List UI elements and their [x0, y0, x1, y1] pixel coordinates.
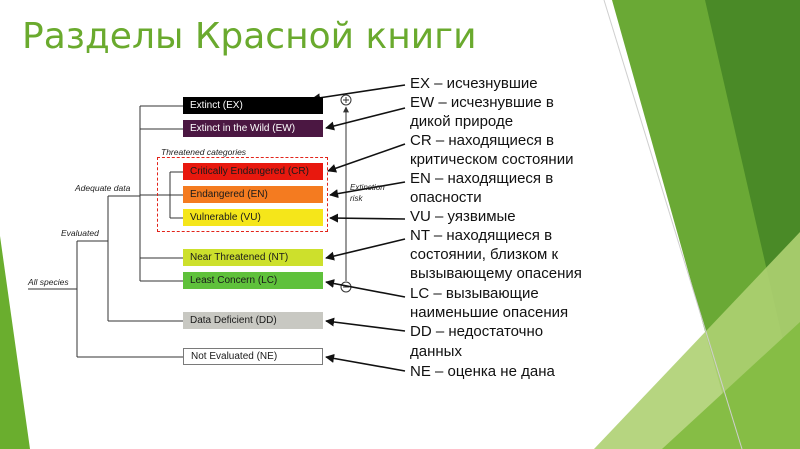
legend-dd-line-2: данных [410, 343, 462, 360]
label-extinction-risk-line-2: risk [350, 194, 363, 203]
legend-arrows [311, 84, 406, 372]
plus-circle-icon [340, 94, 352, 106]
decor-facet-mid [662, 322, 800, 449]
arrow-ne [325, 353, 406, 372]
legend-en-line-2: опасности [410, 189, 482, 206]
category-box-endangered: Endangered (EN) [183, 186, 323, 203]
label-all-species: All species [28, 277, 69, 287]
legend-nt-line-1: NT – находящиеся в [410, 227, 553, 244]
legend-ne-line: NE – оценка не дана [410, 363, 555, 380]
legend-ex-line: EX – исчезнувшие [410, 75, 538, 92]
arrow-dd [325, 317, 406, 332]
arrow-en [329, 181, 406, 199]
threatened-categories-frame [157, 157, 328, 232]
legend-lc-line-1: LC – вызывающие [410, 285, 539, 302]
category-box-extinct-in-the-wild: Extinct in the Wild (EW) [183, 120, 323, 137]
legend-cr-line-2: критическом состоянии [410, 151, 574, 168]
arrow-vu [329, 213, 406, 223]
label-evaluated: Evaluated [61, 228, 99, 238]
arrow-lc [325, 279, 406, 298]
legend-nt-line-2: состоянии, близком к [410, 246, 559, 263]
label-threatened-categories: Threatened categories [161, 147, 247, 157]
legend-vu-line: VU – уязвимые [410, 208, 516, 225]
arrow-nt [325, 238, 406, 261]
label-adequate-data: Adequate data [75, 183, 131, 193]
category-box-critically-endangered: Critically Endangered (CR) [183, 163, 323, 180]
category-box-not-evaluated: Not Evaluated (NE) [183, 348, 323, 365]
slide-title: Разделы Красной книги [22, 16, 477, 57]
arrow-ew [325, 107, 406, 131]
arrow-cr [327, 143, 406, 173]
legend-nt-line-3: вызывающему опасения [410, 265, 582, 282]
category-box-least-concern: Least Concern (LC) [183, 272, 323, 289]
extinction-risk-axis [340, 94, 352, 293]
category-box-vulnerable: Vulnerable (VU) [183, 209, 323, 226]
category-box-data-deficient: Data Deficient (DD) [183, 312, 323, 329]
classification-tree [28, 105, 183, 358]
category-box-near-threatened: Near Threatened (NT) [183, 249, 323, 266]
legend-cr-line-1: CR – находящиеся в [410, 132, 555, 149]
legend-ew-line-2: дикой природе [410, 113, 514, 130]
legend-en-line-1: EN – находящиеся в [410, 170, 554, 187]
legend-lc-line-2: наименьшие опасения [410, 304, 569, 321]
label-extinction-risk-line-1: Extinction [350, 183, 385, 192]
legend-dd-line-1: DD – недостаточно [410, 323, 544, 340]
arrow-ex [311, 84, 406, 103]
decor-facet-left [0, 236, 30, 449]
decor-hairline [603, 0, 743, 449]
category-box-extinct: Extinct (EX) [183, 97, 323, 114]
legend-ew-line-1: EW – исчезнувшие в [410, 94, 554, 111]
minus-circle-icon [340, 281, 352, 293]
